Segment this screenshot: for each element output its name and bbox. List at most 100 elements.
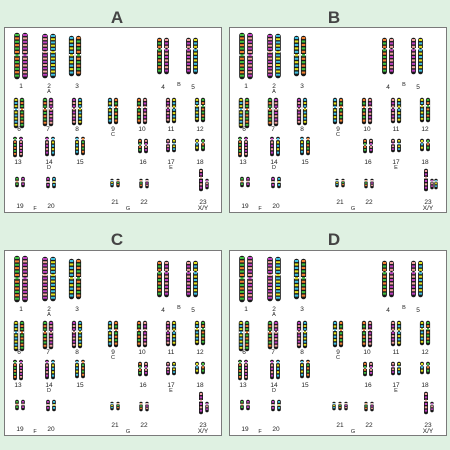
group-label-c: C <box>111 132 115 138</box>
chromosome-y-1 <box>205 178 209 190</box>
chromosome-5-copy-1 <box>186 260 191 298</box>
chromosome-16-copy-1 <box>138 361 142 377</box>
chromosome-label-17: 17 <box>392 159 400 166</box>
chromosome-8-copy-1 <box>71 97 77 126</box>
group-label-c: C <box>336 355 340 361</box>
chromosome-9-copy-1 <box>332 320 338 348</box>
sex-chromosome-label: X/Y <box>198 205 209 212</box>
chromosome-y-2 <box>434 178 438 190</box>
chromosome-label-4: 4 <box>161 84 165 91</box>
chromosome-7-copy-1 <box>267 320 273 350</box>
chromosome-label-6: 6 <box>242 349 246 356</box>
chromosome-label-12: 12 <box>421 349 429 356</box>
chromosome-22-copy-1 <box>364 401 368 412</box>
chromosome-5-copy-2 <box>193 37 198 75</box>
chromosome-label-7: 7 <box>46 349 50 356</box>
chromosome-label-23: 23 <box>199 199 207 206</box>
chromosome-3-copy-2 <box>75 258 82 300</box>
chromosome-12-copy-2 <box>425 320 431 346</box>
group-label-e: E <box>169 388 173 394</box>
chromosome-13-copy-1 <box>13 359 17 381</box>
chromosome-13-copy-2 <box>244 359 248 381</box>
chromosome-2-copy-2 <box>275 33 281 79</box>
sex-chromosome-label: X/Y <box>198 428 209 435</box>
chromosome-15-copy-1 <box>75 359 79 379</box>
chromosome-10-copy-1 <box>361 320 367 348</box>
group-label-a: A <box>47 312 51 318</box>
chromosome-7-copy-1 <box>267 97 273 127</box>
chromosome-8-copy-1 <box>296 320 302 349</box>
group-label-e: E <box>169 165 173 171</box>
chromosome-20-copy-1 <box>46 176 50 189</box>
group-label-a: A <box>47 89 51 95</box>
group-label-f: F <box>33 429 37 435</box>
chromosome-label-23: 23 <box>424 199 432 206</box>
chromosome-label-16: 16 <box>139 159 147 166</box>
group-label-g: G <box>351 206 355 212</box>
chromosome-11-copy-1 <box>165 320 171 347</box>
chromosome-label-16: 16 <box>139 382 147 389</box>
chromosome-label-11: 11 <box>168 349 175 356</box>
chromosome-2-copy-2 <box>275 256 281 302</box>
chromosome-12-copy-1 <box>194 320 200 346</box>
chromosome-21-copy-1 <box>110 178 114 188</box>
chromosome-10-copy-2 <box>367 320 373 348</box>
chromosome-label-1: 1 <box>19 83 23 90</box>
group-label-g: G <box>126 429 130 435</box>
chromosome-label-4: 4 <box>161 307 165 314</box>
chromosome-5-copy-2 <box>418 260 423 298</box>
chromosome-label-16: 16 <box>364 159 372 166</box>
chromosome-label-2: 2 <box>47 306 51 313</box>
chromosome-label-19: 19 <box>16 426 24 433</box>
chromosome-label-15: 15 <box>301 159 309 166</box>
sex-chromosome-label: X/Y <box>423 205 434 212</box>
chromosome-label-10: 10 <box>363 349 371 356</box>
chromosome-3-copy-1 <box>68 258 75 300</box>
chromosome-label-8: 8 <box>75 126 79 133</box>
chromosome-9-copy-1 <box>332 97 338 125</box>
chromosome-18-copy-2 <box>201 361 205 375</box>
chromosome-label-22: 22 <box>140 199 148 206</box>
chromosome-label-9: 9 <box>111 126 115 133</box>
chromosome-label-11: 11 <box>393 349 400 356</box>
chromosome-x <box>424 391 429 415</box>
group-label-f: F <box>258 206 262 212</box>
chromosome-label-22: 22 <box>140 422 148 429</box>
chromosome-10-copy-2 <box>142 97 148 125</box>
chromosome-label-16: 16 <box>364 382 372 389</box>
panel-title-b: B <box>327 8 341 27</box>
chromosome-10-copy-2 <box>367 97 373 125</box>
chromosome-3-copy-1 <box>293 258 300 300</box>
chromosome-label-5: 5 <box>416 307 420 314</box>
chromosome-label-15: 15 <box>76 382 84 389</box>
panel-title-c: C <box>110 230 124 249</box>
chromosome-13-copy-2 <box>19 359 23 381</box>
chromosome-22-copy-1 <box>364 178 368 189</box>
chromosome-19-copy-2 <box>246 399 250 411</box>
chromosome-2-copy-2 <box>50 33 56 79</box>
group-label-a: A <box>272 89 276 95</box>
chromosome-9-copy-2 <box>113 320 119 348</box>
chromosome-12-copy-1 <box>419 97 425 123</box>
chromosome-label-21: 21 <box>336 199 344 206</box>
chromosome-label-6: 6 <box>17 126 21 133</box>
chromosome-15-copy-2 <box>81 136 85 156</box>
chromosome-label-18: 18 <box>421 382 429 389</box>
panel-title-a: A <box>110 8 124 27</box>
chromosome-label-9: 9 <box>111 349 115 356</box>
chromosome-3-copy-1 <box>293 35 300 77</box>
chromosome-6-copy-2 <box>19 97 25 129</box>
chromosome-21-copy-2 <box>116 178 120 188</box>
chromosome-19-copy-2 <box>21 399 25 411</box>
chromosome-17-copy-2 <box>172 138 176 153</box>
chromosome-label-20: 20 <box>272 203 280 210</box>
chromosome-label-3: 3 <box>75 83 79 90</box>
chromosome-label-5: 5 <box>191 84 195 91</box>
chromosome-label-9: 9 <box>336 126 340 133</box>
